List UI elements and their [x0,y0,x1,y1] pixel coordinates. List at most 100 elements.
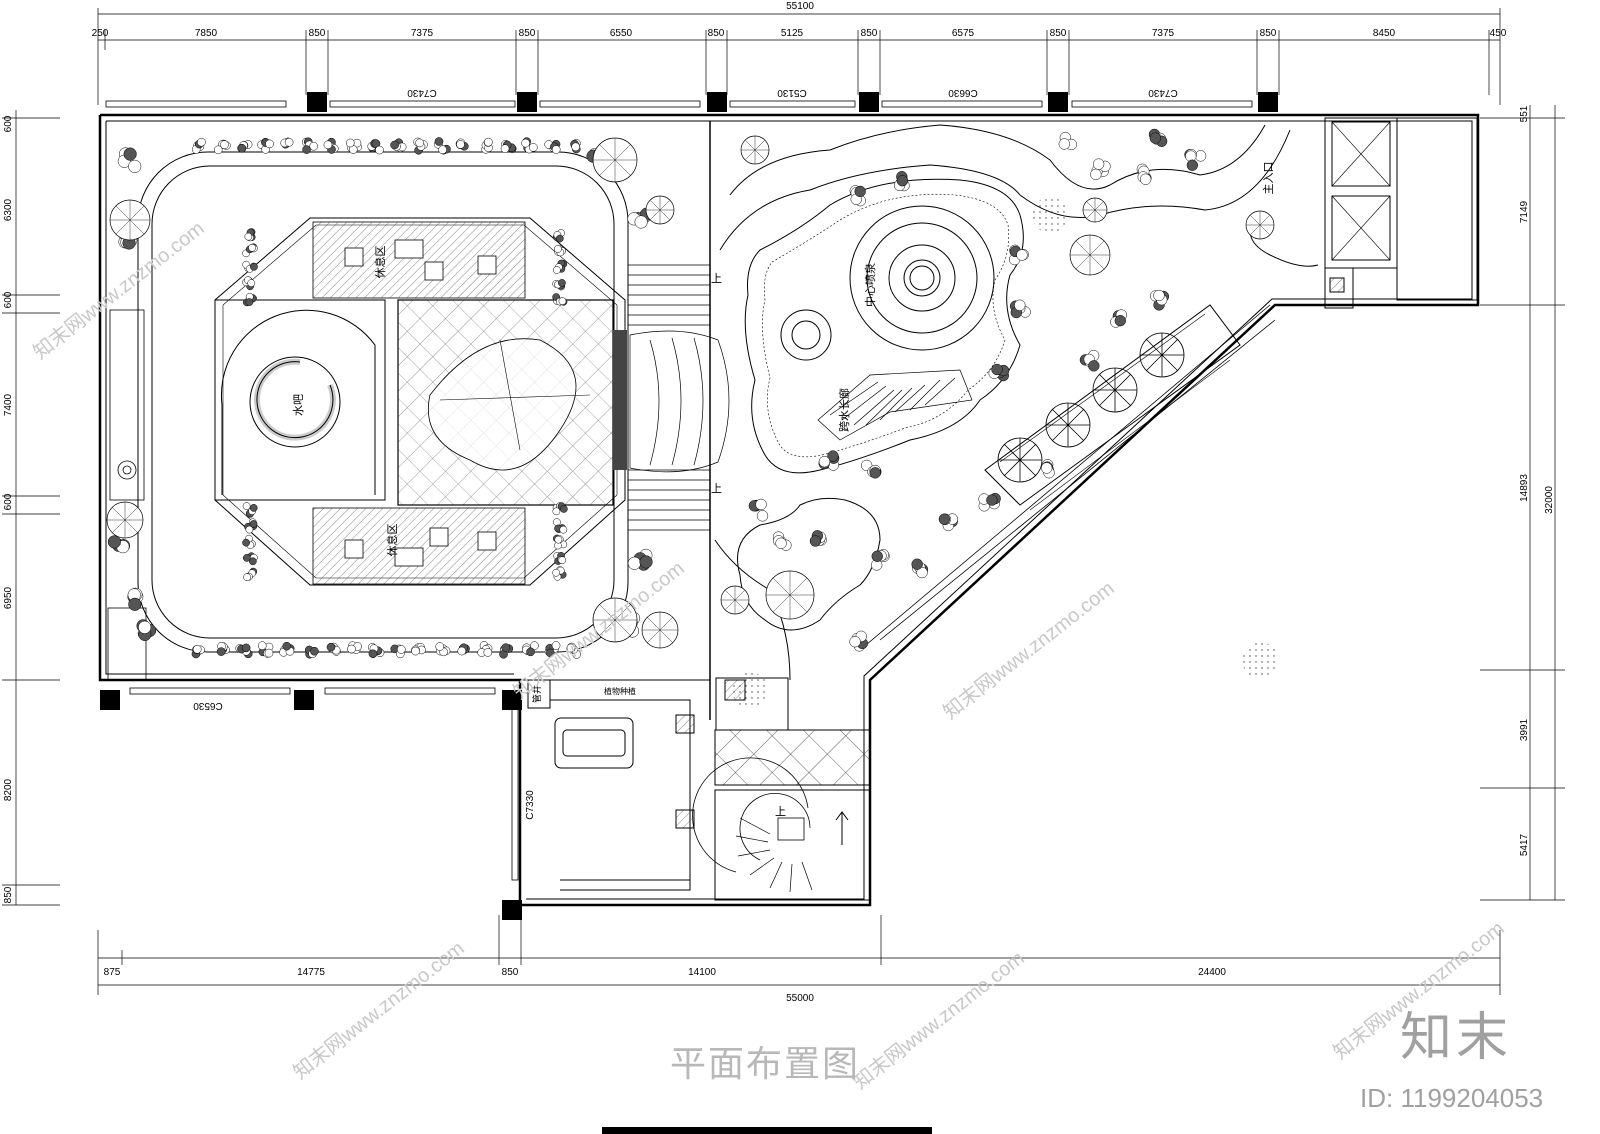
shrub-icon [552,279,566,291]
dim-top: 450 [1490,28,1507,39]
shrub-icon [457,643,470,656]
window-label: C7430 [1148,87,1178,98]
central-tiled-court [397,299,627,506]
shrub-icon [911,558,929,579]
umbrella-tables [997,332,1185,483]
window-label: C7330 [525,790,536,820]
water-bar [214,299,386,501]
shrub-icon [521,137,538,154]
gravel-patch [1242,642,1278,678]
dim-right: 5417 [1519,833,1530,856]
shrub-icon [242,552,258,566]
dimension-lines [2,8,1565,995]
dim-top: 8450 [1373,28,1396,39]
shrub-icon [280,137,294,149]
shrub-icon [818,450,840,471]
shrub-icon [242,260,258,273]
dim-top: 7375 [411,28,434,39]
dim-left: 6300 [3,198,14,221]
fountain-label: 中心喷泉 [863,263,877,307]
shrub-icon [552,566,567,581]
dim-top: 250 [92,28,109,39]
stair-up-label: 上 [775,805,786,818]
shrub-icon [871,549,890,571]
dim-bottom-total: 55000 [786,993,814,1004]
shrub-icon [107,535,131,554]
shrub-icon [301,137,318,154]
dim-left-col: 600 6300 600 7400 600 6950 8200 850 [3,115,14,903]
pond [744,178,1024,474]
tree-icon [1245,210,1275,240]
step-up-label: 上 [711,482,722,495]
exterior-walls [98,113,1480,910]
shrub-icon [499,643,514,659]
dim-top: 6550 [610,28,633,39]
shrub-icon [367,139,384,155]
main-entrance-label: 主入口 [1262,162,1275,195]
watermark: 知末网www.znzmo.com [289,937,469,1084]
shrub-icon [481,137,493,154]
gravel-patch [732,672,768,708]
shrub-icon [242,292,257,307]
dim-right: 7149 [1519,200,1530,223]
dim-right: 14893 [1519,474,1530,502]
dim-left: 600 [3,291,14,308]
shrub-icon [1148,128,1168,147]
south-annex [692,677,871,901]
tree-icon [740,135,770,165]
tree-icon [109,199,151,241]
steps [628,264,730,531]
dim-bottom: 14100 [688,967,716,978]
dim-bottom: 850 [502,967,519,978]
shrub-icon [1008,244,1029,266]
shrub-icon [237,140,253,153]
shrub-icon [345,138,362,154]
shrub-icon [304,645,319,659]
shrub-icon [1041,459,1055,479]
drawing-title: 平面布置图 [669,1044,860,1085]
tree-icon [1082,197,1108,223]
shrub-icon [242,243,258,258]
dim-top: 6575 [952,28,975,39]
shrub-icon [433,137,451,155]
shrub-icon [860,459,882,479]
shrub-icon [552,518,568,534]
shrub-icon [136,619,157,641]
shrub-icon [191,644,205,659]
shrub-icon [127,587,144,611]
rest-area-label-bottom: 休息区 [385,524,399,557]
shrub-icon [242,502,258,518]
dim-top: 850 [1260,28,1277,39]
shrub-icon [477,641,493,657]
shrub-icon [627,548,653,571]
dim-top: 5125 [781,28,804,39]
dim-bottom: 875 [104,967,121,978]
shrub-icon [552,502,568,516]
shrub-icon [809,530,827,547]
shrub-icon [500,139,517,153]
dim-right-col: 551 7149 14893 3991 5417 32000 [1519,105,1555,856]
shrub-icon [552,229,565,243]
shrub-icon [326,642,341,656]
shrub-icon [323,137,339,154]
dim-left: 6950 [3,586,14,609]
shrub-icon [1009,299,1031,319]
dim-top: 850 [708,28,725,39]
dim-right-total: 32000 [1544,486,1555,514]
shrub-icon [390,644,406,659]
dim-left: 600 [3,115,14,132]
gravel-patch [1032,197,1068,233]
shrub-icon [544,139,561,154]
shrub-icon [390,138,407,153]
shrub-icon [978,492,1001,512]
dim-top: 850 [1050,28,1067,39]
dim-top: 850 [309,28,326,39]
shrub-icon [1150,289,1170,311]
shrub-icon [552,259,568,274]
shrub-icon [772,531,792,551]
tree-icon [592,597,638,643]
dim-right: 3991 [1519,718,1530,741]
shrub-icon [117,147,142,173]
shrub-icon [1090,158,1111,181]
